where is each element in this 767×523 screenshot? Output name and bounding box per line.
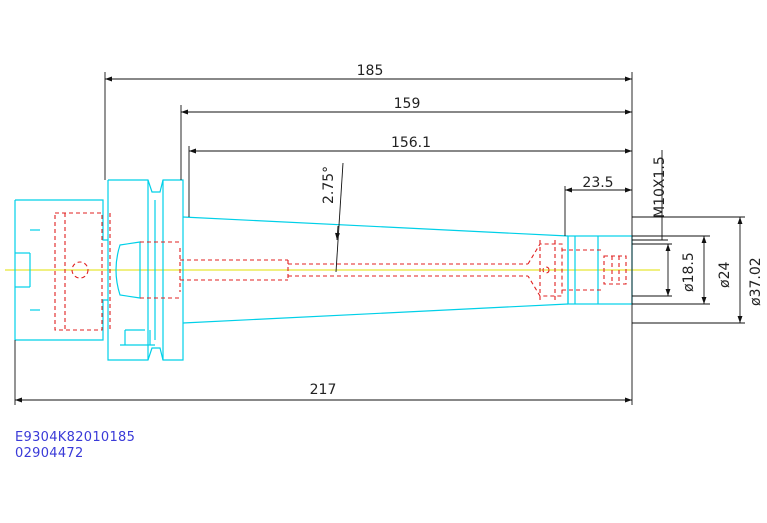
dim-23-5-label: 23.5 bbox=[582, 175, 613, 191]
dim-185-label: 185 bbox=[357, 63, 384, 79]
dia-24-label: ø24 bbox=[717, 262, 733, 288]
dim-217-label: 217 bbox=[310, 382, 337, 398]
dimension-lines bbox=[14, 72, 745, 405]
thread-label: M10X1.5 bbox=[652, 156, 668, 218]
internal-bore-hidden-lines bbox=[54, 212, 627, 331]
holder-outline bbox=[14, 179, 633, 361]
dia-37-02-label: ø37.02 bbox=[748, 257, 764, 306]
part-number-text: E9304K82010185 bbox=[15, 430, 136, 445]
taper-angle-label: 2.75° bbox=[321, 166, 337, 204]
dim-159-label: 159 bbox=[394, 96, 421, 112]
serial-number-text: 02904472 bbox=[15, 446, 84, 461]
dim-156-1-label: 156.1 bbox=[391, 135, 431, 151]
dia-18-5-label: ø18.5 bbox=[681, 252, 697, 292]
